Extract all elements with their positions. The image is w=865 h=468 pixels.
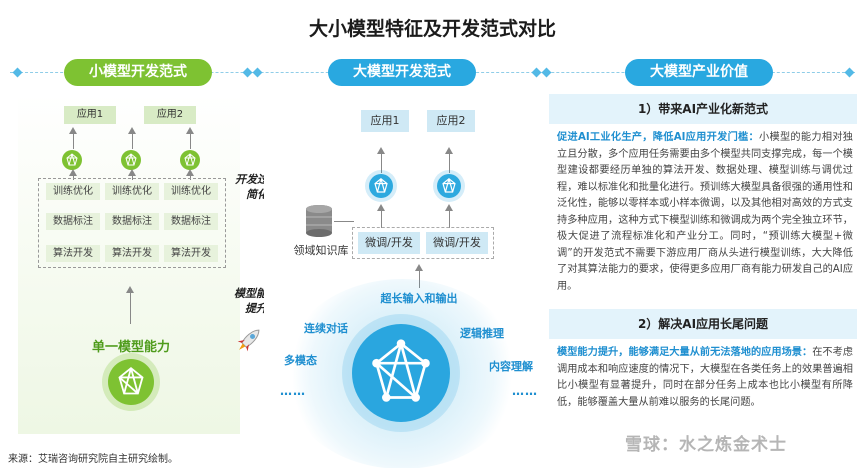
- source-note: 来源：艾瑞咨询研究院自主研究绘制。: [8, 454, 178, 465]
- dots-left: ……: [280, 384, 306, 398]
- divider-marker: [531, 67, 542, 78]
- arrow-up: [186, 127, 194, 149]
- rocket-icon: [232, 323, 266, 357]
- divider-marker: [252, 67, 263, 78]
- stack-cell-algo: 算法开发: [46, 245, 100, 262]
- network-icon: [180, 150, 200, 170]
- divider-marker: [242, 67, 253, 78]
- divider-marker: [12, 67, 23, 78]
- stack-cell-train: 训练优化: [46, 183, 100, 200]
- dev-stack-frame: [38, 178, 226, 268]
- network-icon: [437, 174, 461, 198]
- feature-label: 逻辑推理: [460, 327, 504, 340]
- arrow-up: [69, 127, 77, 149]
- section-1-highlight: 促进AI工业化生产，降低AI应用开发门槛：: [557, 132, 759, 143]
- stack-cell-label: 数据标注: [105, 213, 159, 230]
- database-connector: [334, 221, 354, 222]
- large-model-icon: [352, 324, 450, 422]
- arrow-up: [69, 169, 77, 180]
- header-small-model: 小模型开发范式: [64, 59, 212, 86]
- stack-cell-algo: 算法开发: [164, 245, 218, 262]
- knowledge-base-label: 领域知识库: [293, 244, 349, 257]
- arrow-up: [126, 286, 134, 324]
- capability-label: 单一模型能力: [91, 340, 170, 355]
- app-box: 应用2: [427, 110, 475, 132]
- large-model-panel: 应用1 应用2 微调/开发 微调/开发 领域知识库 超长输入和输出 连续对话 逻…: [264, 94, 539, 468]
- arrow-up: [377, 204, 385, 228]
- section-2-body: 在不考虑调用成本和响应速度的情况下，大模型在各类任务上的效果普遍相比小模型有显著…: [557, 347, 853, 408]
- section-1-title: 1）带来AI产业化新范式: [549, 94, 857, 124]
- page-title: 大小模型特征及开发范式对比: [308, 18, 556, 40]
- arrow-up: [377, 147, 385, 173]
- section-2-text: 模型能力提升，能够满足大量从前无法落地的应用场景：在不考虑调用成本和响应速度的情…: [557, 345, 853, 411]
- app-box: 应用1: [361, 110, 409, 132]
- network-icon-large: [108, 359, 154, 405]
- app-box: 应用1: [64, 106, 116, 124]
- arrow-up: [445, 204, 453, 228]
- long-io-label: 超长输入和输出: [380, 292, 458, 305]
- stack-cell-label: 数据标注: [164, 213, 218, 230]
- feature-label: 多模态: [284, 354, 317, 367]
- section-1-body: 小模型的能力相对独立且分散，多个应用任务需要由多个模型共同支撑完成，每一个模型建…: [557, 132, 853, 292]
- network-icon: [121, 150, 141, 170]
- stack-cell-train: 训练优化: [105, 183, 159, 200]
- divider-marker: [844, 67, 855, 78]
- section-1-text: 促进AI工业化生产，降低AI应用开发门槛：小模型的能力相对独立且分散，多个应用任…: [557, 130, 853, 295]
- dots-right: ……: [512, 384, 538, 398]
- industry-value-panel: 1）带来AI产业化新范式 促进AI工业化生产，降低AI应用开发门槛：小模型的能力…: [549, 94, 857, 434]
- finetune-frame: [352, 227, 494, 259]
- arrow-up: [128, 169, 136, 180]
- watermark: 雪球：水之炼金术士: [625, 435, 787, 455]
- app-box: 应用2: [144, 106, 196, 124]
- stack-cell-train: 训练优化: [164, 183, 218, 200]
- header-large-model: 大模型开发范式: [328, 59, 476, 86]
- section-2-highlight: 模型能力提升，能够满足大量从前无法落地的应用场景：: [557, 347, 813, 358]
- arrow-up: [128, 127, 136, 149]
- header-industry-value: 大模型产业价值: [625, 59, 773, 86]
- arrow-up: [415, 264, 423, 288]
- arrow-up: [186, 169, 194, 180]
- feature-label: 连续对话: [304, 322, 348, 335]
- finetune-box: 微调/开发: [426, 232, 488, 254]
- divider-marker: [541, 67, 552, 78]
- arrow-up: [445, 147, 453, 173]
- stack-cell-algo: 算法开发: [105, 245, 159, 262]
- database-icon: [304, 204, 334, 238]
- stack-cell-label: 数据标注: [46, 213, 100, 230]
- network-icon: [369, 174, 393, 198]
- section-2-title: 2）解决AI应用长尾问题: [549, 309, 857, 339]
- feature-label: 内容理解: [489, 360, 533, 373]
- network-icon: [62, 150, 82, 170]
- finetune-box: 微调/开发: [358, 232, 420, 254]
- small-model-panel: 应用1 应用2 训练优化 训练优化 训练优化 数据标注 数据标注 数据标注 算法…: [18, 94, 240, 434]
